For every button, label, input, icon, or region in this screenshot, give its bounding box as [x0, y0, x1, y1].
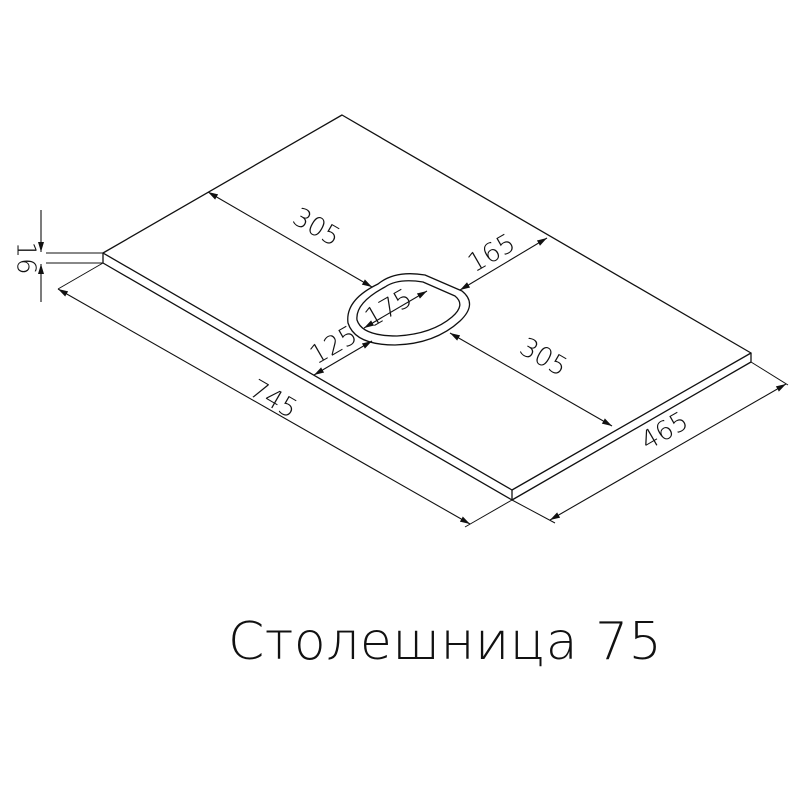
dim-left-offset: 305	[207, 191, 373, 288]
drawing-title: Столешница 75	[228, 612, 663, 672]
dim-back-offset: 165	[459, 228, 548, 291]
dim-hole-width: 175	[360, 283, 428, 334]
dim-left-offset-label: 305	[287, 202, 345, 253]
dim-thickness: 16	[11, 210, 103, 302]
dim-length-label: 745	[244, 374, 302, 425]
dim-length: 745	[57, 262, 513, 528]
dim-thickness-label: 16	[11, 241, 41, 274]
dim-hole-width-label: 175	[360, 283, 418, 334]
dim-front-offset: 125	[305, 320, 373, 376]
dim-right-offset: 305	[449, 332, 613, 427]
countertop-front-edge	[102, 252, 752, 501]
dim-depth: 465	[511, 361, 789, 524]
